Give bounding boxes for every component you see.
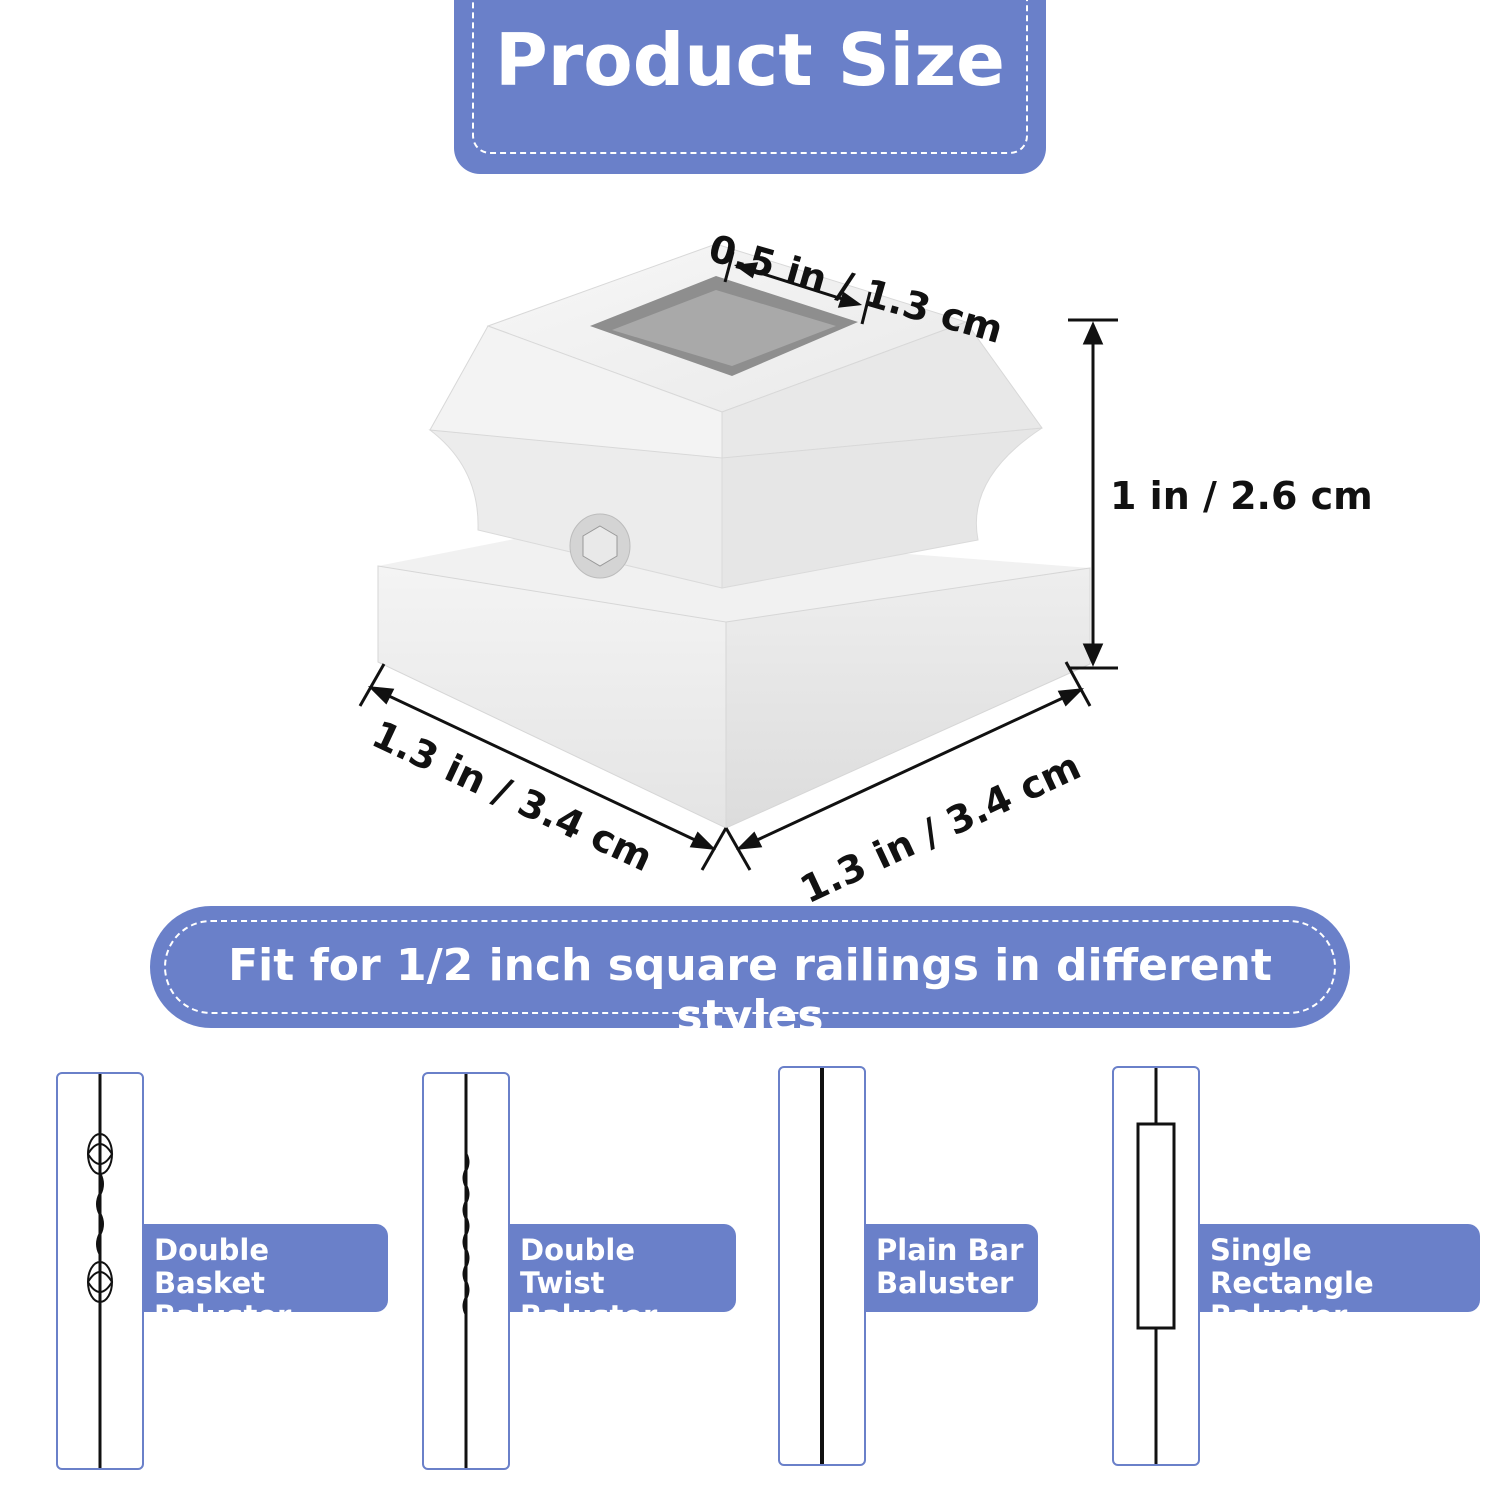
label-single-rectangle: Single Rectangle Baluster bbox=[1198, 1224, 1480, 1333]
baluster-frame-plain-bar bbox=[778, 1066, 866, 1466]
square-opening bbox=[590, 276, 858, 376]
label-double-basket-line2: Baluster bbox=[154, 1299, 292, 1333]
baluster-frame-single-rectangle bbox=[1112, 1066, 1200, 1466]
label-double-twist: Double Twist Baluster bbox=[508, 1224, 736, 1333]
plain-bar-baluster-icon bbox=[820, 1068, 824, 1464]
title-banner-stitch bbox=[472, 0, 1028, 154]
waist bbox=[428, 427, 1043, 589]
baluster-frame-double-basket bbox=[56, 1072, 144, 1470]
dimension-height: 1 in / 2.6 cm bbox=[1110, 474, 1373, 518]
compatibility-text: Fit for 1/2 inch square railings in diff… bbox=[228, 940, 1272, 1042]
set-screw-icon bbox=[569, 513, 631, 579]
label-double-twist-line2: Baluster bbox=[520, 1299, 658, 1333]
label-single-rectangle-line1: Single Rectangle bbox=[1210, 1233, 1374, 1300]
title-banner: Product Size bbox=[454, 0, 1046, 174]
compatibility-banner: Fit for 1/2 inch square railings in diff… bbox=[150, 906, 1350, 1042]
label-plain-bar-line1: Plain Bar bbox=[876, 1233, 1024, 1267]
double-basket-baluster-icon bbox=[87, 1074, 114, 1468]
label-plain-bar-line2: Baluster bbox=[876, 1266, 1014, 1300]
label-plain-bar: Plain Bar Baluster bbox=[864, 1224, 1038, 1312]
label-double-basket-line1: Double Basket bbox=[154, 1233, 270, 1300]
dimension-lines bbox=[358, 251, 1118, 871]
single-rectangle-baluster-icon bbox=[1136, 1068, 1176, 1464]
compatibility-banner-stitch bbox=[164, 920, 1336, 1014]
label-double-twist-line1: Double Twist bbox=[520, 1233, 636, 1300]
double-twist-baluster-icon bbox=[462, 1074, 470, 1468]
baluster-frame-double-twist bbox=[422, 1072, 510, 1470]
product-illustration bbox=[358, 243, 1118, 871]
page-title: Product Size bbox=[495, 18, 1005, 102]
label-single-rectangle-line2: Baluster bbox=[1210, 1299, 1348, 1333]
label-double-basket: Double Basket Baluster bbox=[142, 1224, 388, 1333]
